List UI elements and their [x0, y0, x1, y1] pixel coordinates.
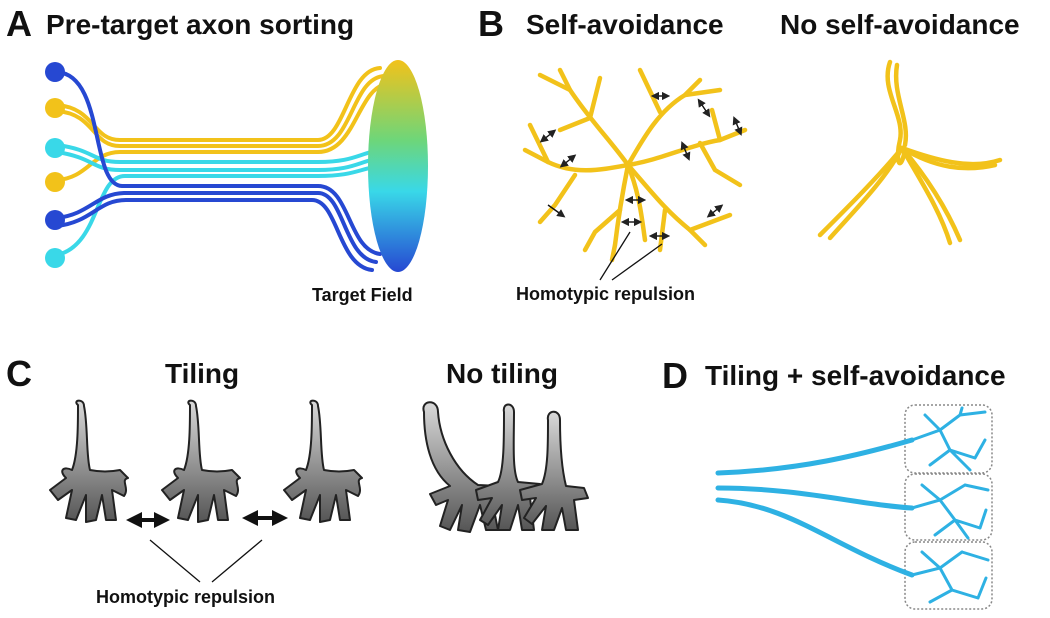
caption-pointer-lines-c [149, 539, 263, 583]
neuron-2 [45, 98, 65, 118]
sky-axons [715, 437, 915, 578]
neuron-4 [45, 172, 65, 192]
panel-d-title: Tiling + self-avoidance [705, 360, 1006, 391]
tiling-neuron-3 [283, 399, 363, 523]
tiling-self-avoidance-graphic [715, 404, 993, 610]
sky-arbors [910, 406, 990, 604]
axon-gold-mid [55, 82, 390, 182]
panel-a-graphic [45, 60, 428, 272]
neuron-3 [45, 138, 65, 158]
panel-b-title: Self-avoidance [526, 9, 724, 40]
tiling-neuron-1 [49, 399, 129, 523]
target-field [368, 60, 428, 272]
target-field-label: Target Field [312, 285, 413, 305]
panel-b-letter: B [478, 3, 504, 44]
axon-cyan-low [55, 164, 392, 257]
neuron-5 [45, 210, 65, 230]
neuron-1 [45, 62, 65, 82]
axon-cyan-mid [55, 143, 392, 172]
no-self-avoidance-arbor [817, 59, 1003, 246]
axon-blue [55, 70, 382, 272]
panel-c-title-right: No tiling [446, 358, 558, 389]
tiling-neuron-2 [161, 399, 241, 523]
tile-1 [904, 404, 993, 474]
no-tiling-neurons [422, 401, 589, 533]
panel-a-letter: A [6, 3, 32, 44]
no-tiling-neuron-3 [519, 410, 589, 531]
panel-b-caption: Homotypic repulsion [516, 284, 696, 304]
panel-c-title: Tiling [165, 358, 240, 389]
self-avoidance-arbor [522, 67, 748, 263]
panel-c-letter: C [6, 353, 32, 394]
panel-d-letter: D [662, 355, 688, 396]
panel-a-title: Pre-target axon sorting [46, 9, 355, 40]
axon-gold-top [55, 66, 386, 148]
tiling-repulsion-arrows [126, 510, 288, 528]
panel-b-title-right: No self-avoidance [780, 9, 1020, 40]
repulsion-arrows-b [539, 91, 743, 241]
panel-c-caption: Homotypic repulsion [96, 587, 276, 607]
tile-3 [904, 541, 993, 610]
caption-pointer-lines-b [599, 231, 663, 281]
tiling-neurons [49, 399, 363, 523]
neuron-6 [45, 248, 65, 268]
